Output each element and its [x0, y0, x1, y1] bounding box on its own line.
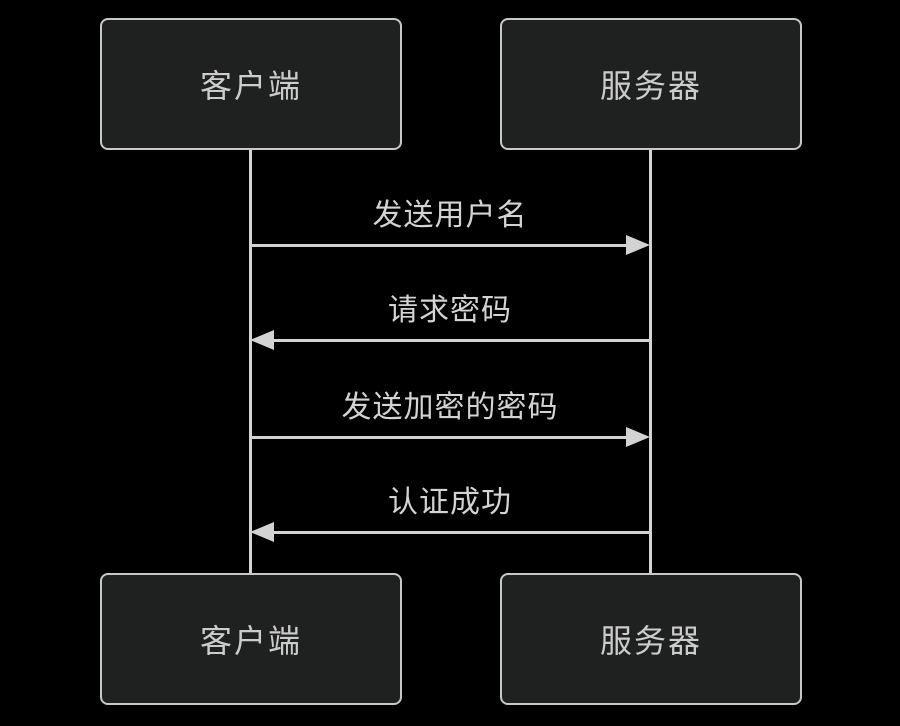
actor-box-server-bottom: 服务器	[500, 573, 802, 705]
actor-label-server: 服务器	[599, 68, 702, 104]
arrowhead-right-icon	[626, 427, 650, 447]
message-line-1	[250, 244, 630, 247]
actor-label-server: 服务器	[599, 623, 702, 659]
lifeline-server	[649, 150, 652, 574]
actor-box-server-top: 服务器	[500, 18, 802, 150]
message-line-2	[270, 339, 650, 342]
arrowhead-right-icon	[626, 235, 650, 255]
actor-box-client-bottom: 客户端	[100, 573, 402, 705]
message-line-4	[270, 531, 650, 534]
message-label-1: 发送用户名	[372, 199, 528, 232]
message-label-3: 发送加密的密码	[341, 391, 559, 424]
lifeline-client	[249, 150, 252, 574]
message-label-4: 认证成功	[388, 486, 512, 519]
arrowhead-left-icon	[250, 330, 274, 350]
actor-label-client: 客户端	[199, 68, 302, 104]
message-label-2: 请求密码	[388, 294, 512, 327]
message-line-3	[250, 436, 630, 439]
actor-box-client-top: 客户端	[100, 18, 402, 150]
actor-label-client: 客户端	[199, 623, 302, 659]
arrowhead-left-icon	[250, 522, 274, 542]
